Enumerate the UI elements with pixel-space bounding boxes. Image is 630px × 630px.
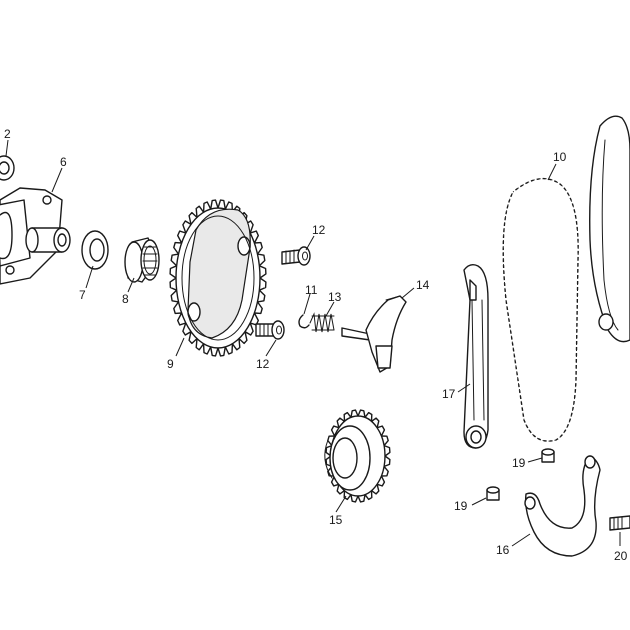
callout-14: 14 <box>416 278 430 292</box>
callout-9: 9 <box>167 357 174 371</box>
part-14-tensioner <box>341 295 407 373</box>
part-13-spring <box>309 312 335 333</box>
part-7-washer <box>81 230 109 270</box>
part-16-guide-bracket <box>524 455 601 557</box>
chain-guide-rail-right <box>589 115 630 343</box>
callout-7: 7 <box>79 288 86 302</box>
part-9-sprocket <box>169 199 267 357</box>
part-10-timing-chain <box>500 176 581 444</box>
leader-lines <box>5 139 621 547</box>
callout-2: 2 <box>4 127 11 141</box>
part-6-shaft-flange <box>0 187 71 285</box>
callout-11: 11 <box>305 283 318 297</box>
callout-10: 10 <box>553 150 567 164</box>
callout-16: 16 <box>496 543 510 557</box>
callout-13: 13 <box>328 290 342 304</box>
callout-6: 6 <box>60 155 67 169</box>
part-19-bushing-a <box>541 448 555 463</box>
callout-12-lower: 12 <box>256 357 270 371</box>
part-15-gear <box>324 409 391 503</box>
callout-15: 15 <box>329 513 343 527</box>
callout-20: 20 <box>614 549 628 563</box>
part-11-circlip <box>298 314 310 329</box>
callout-12-upper: 12 <box>312 223 326 237</box>
callout-19-upper: 19 <box>512 456 526 470</box>
callout-labels: 2 6 7 8 9 10 11 12 12 13 14 15 16 17 19 … <box>4 127 628 563</box>
part-8-needle-bearing <box>124 237 160 283</box>
part-19-bushing-b <box>486 486 500 501</box>
callout-19-lower: 19 <box>454 499 468 513</box>
part-2-ring <box>0 155 15 181</box>
part-17-chain-guide <box>463 263 489 449</box>
callout-8: 8 <box>122 292 129 306</box>
part-12-screw-upper <box>281 246 311 266</box>
part-12-screw-lower <box>255 320 285 340</box>
part-20-screw <box>609 515 630 531</box>
callout-17: 17 <box>442 387 456 401</box>
